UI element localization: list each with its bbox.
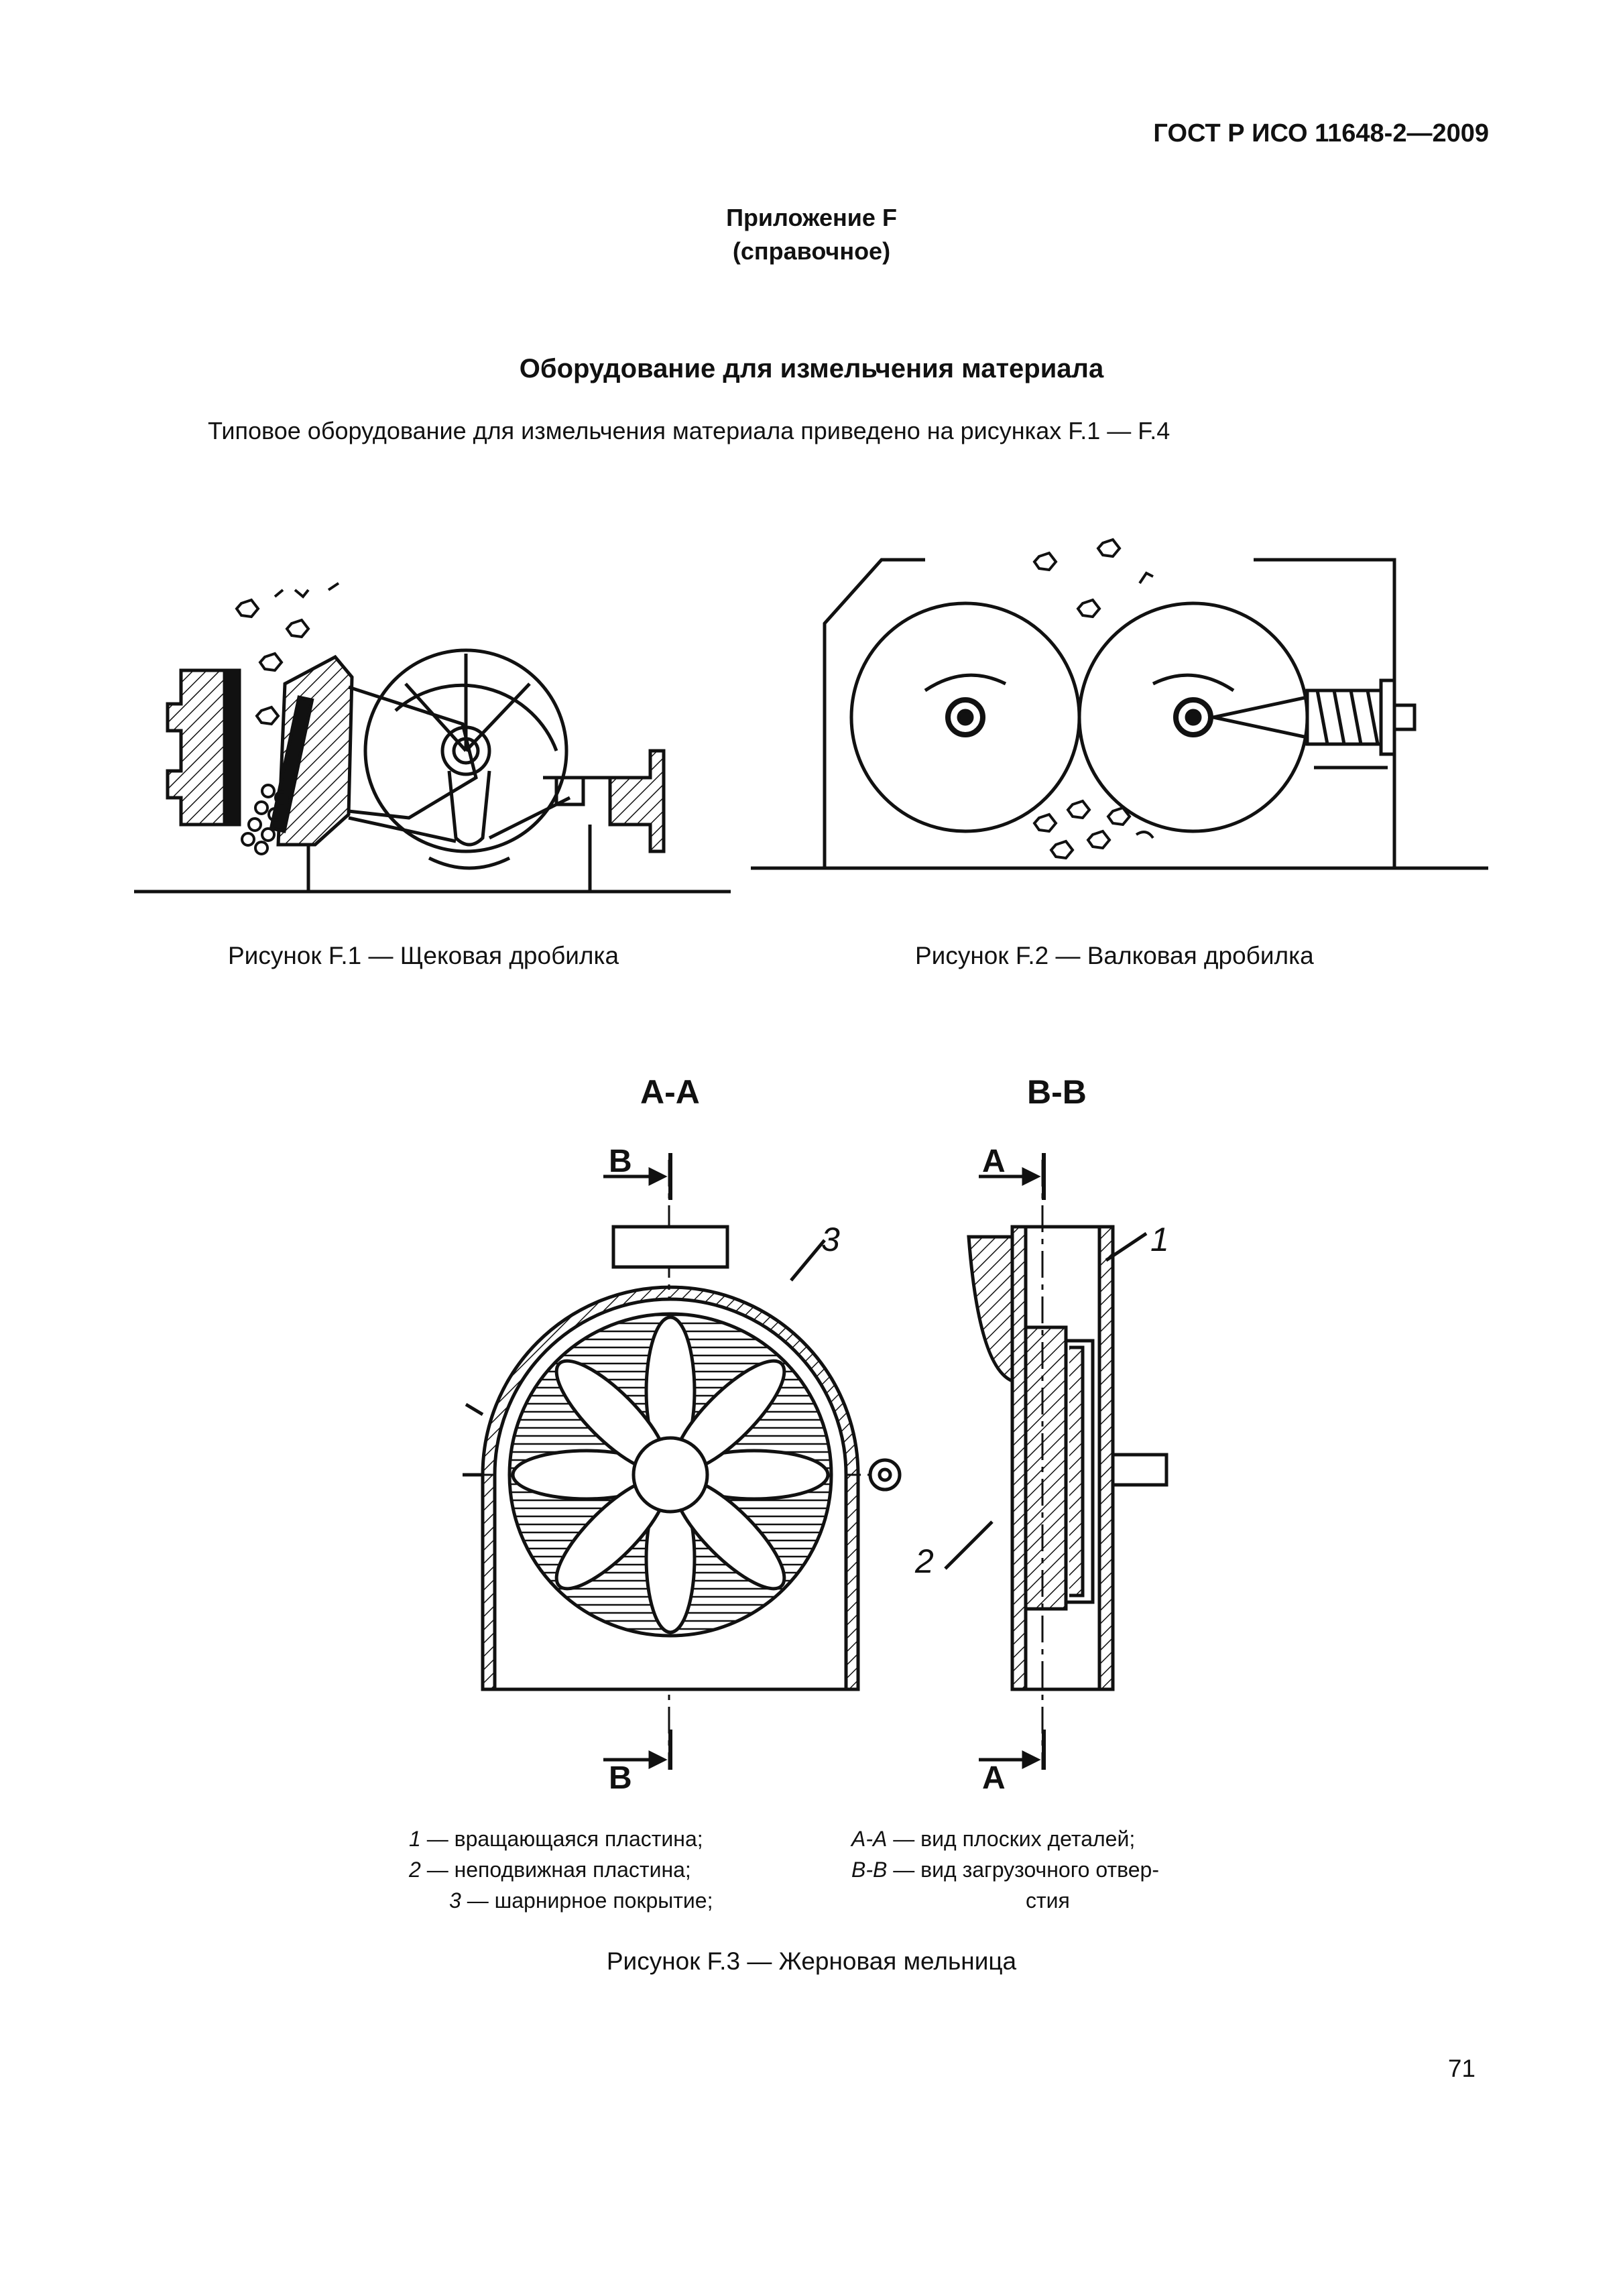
figure-f2-caption: Рисунок F.2 — Валковая дробилка <box>915 942 1314 969</box>
section-label-aa: А-А <box>640 1073 700 1111</box>
document-header: ГОСТ Р ИСО 11648-2—2009 <box>1153 119 1489 147</box>
section-title: Оборудование для измельчения материала <box>519 354 1104 383</box>
annex-type: (справочное) <box>732 237 891 265</box>
legend-item: стия <box>1026 1888 1070 1913</box>
marker-a-top: А <box>982 1144 1006 1179</box>
marker-b-bottom: В <box>609 1760 632 1796</box>
annex-title: Приложение F <box>726 204 897 231</box>
figure-f1-jaw-crusher <box>134 582 731 894</box>
figure-f1-caption: Рисунок F.1 — Щековая дробилка <box>228 942 619 969</box>
section-label-bb: В-В <box>1027 1073 1087 1111</box>
annex-heading: Приложение F (справочное) <box>0 201 1623 268</box>
figure-f3-disc-mill <box>463 1153 1168 1770</box>
page-number: 71 <box>1447 2055 1476 2082</box>
legend-item: 1 — вращающаяся пластина; <box>409 1827 703 1851</box>
figure-f2-roll-crusher <box>751 538 1488 870</box>
callout-3: 3 <box>821 1221 840 1258</box>
figure-f3-caption: Рисунок F.3 — Жерновая мельница <box>606 1947 1017 1975</box>
legend-item: 3 — шарнирное покрытие; <box>449 1888 713 1913</box>
legend-item: А-А — вид плоских деталей; <box>851 1827 1136 1851</box>
intro-paragraph: Типовое оборудование для измельчения мат… <box>208 417 1170 444</box>
legend-item: 2 — неподвижная пластина; <box>409 1858 691 1882</box>
legend-right: А-А — вид плоских деталей; В-В — вид заг… <box>851 1823 1159 1916</box>
marker-b-top: В <box>609 1144 632 1179</box>
legend-left: 1 — вращающаяся пластина; 2 — неподвижна… <box>409 1823 713 1916</box>
legend-item: В-В — вид загрузочного отвер- <box>851 1858 1159 1882</box>
marker-a-bottom: А <box>982 1760 1006 1796</box>
callout-2: 2 <box>915 1543 934 1580</box>
callout-1: 1 <box>1150 1221 1169 1258</box>
